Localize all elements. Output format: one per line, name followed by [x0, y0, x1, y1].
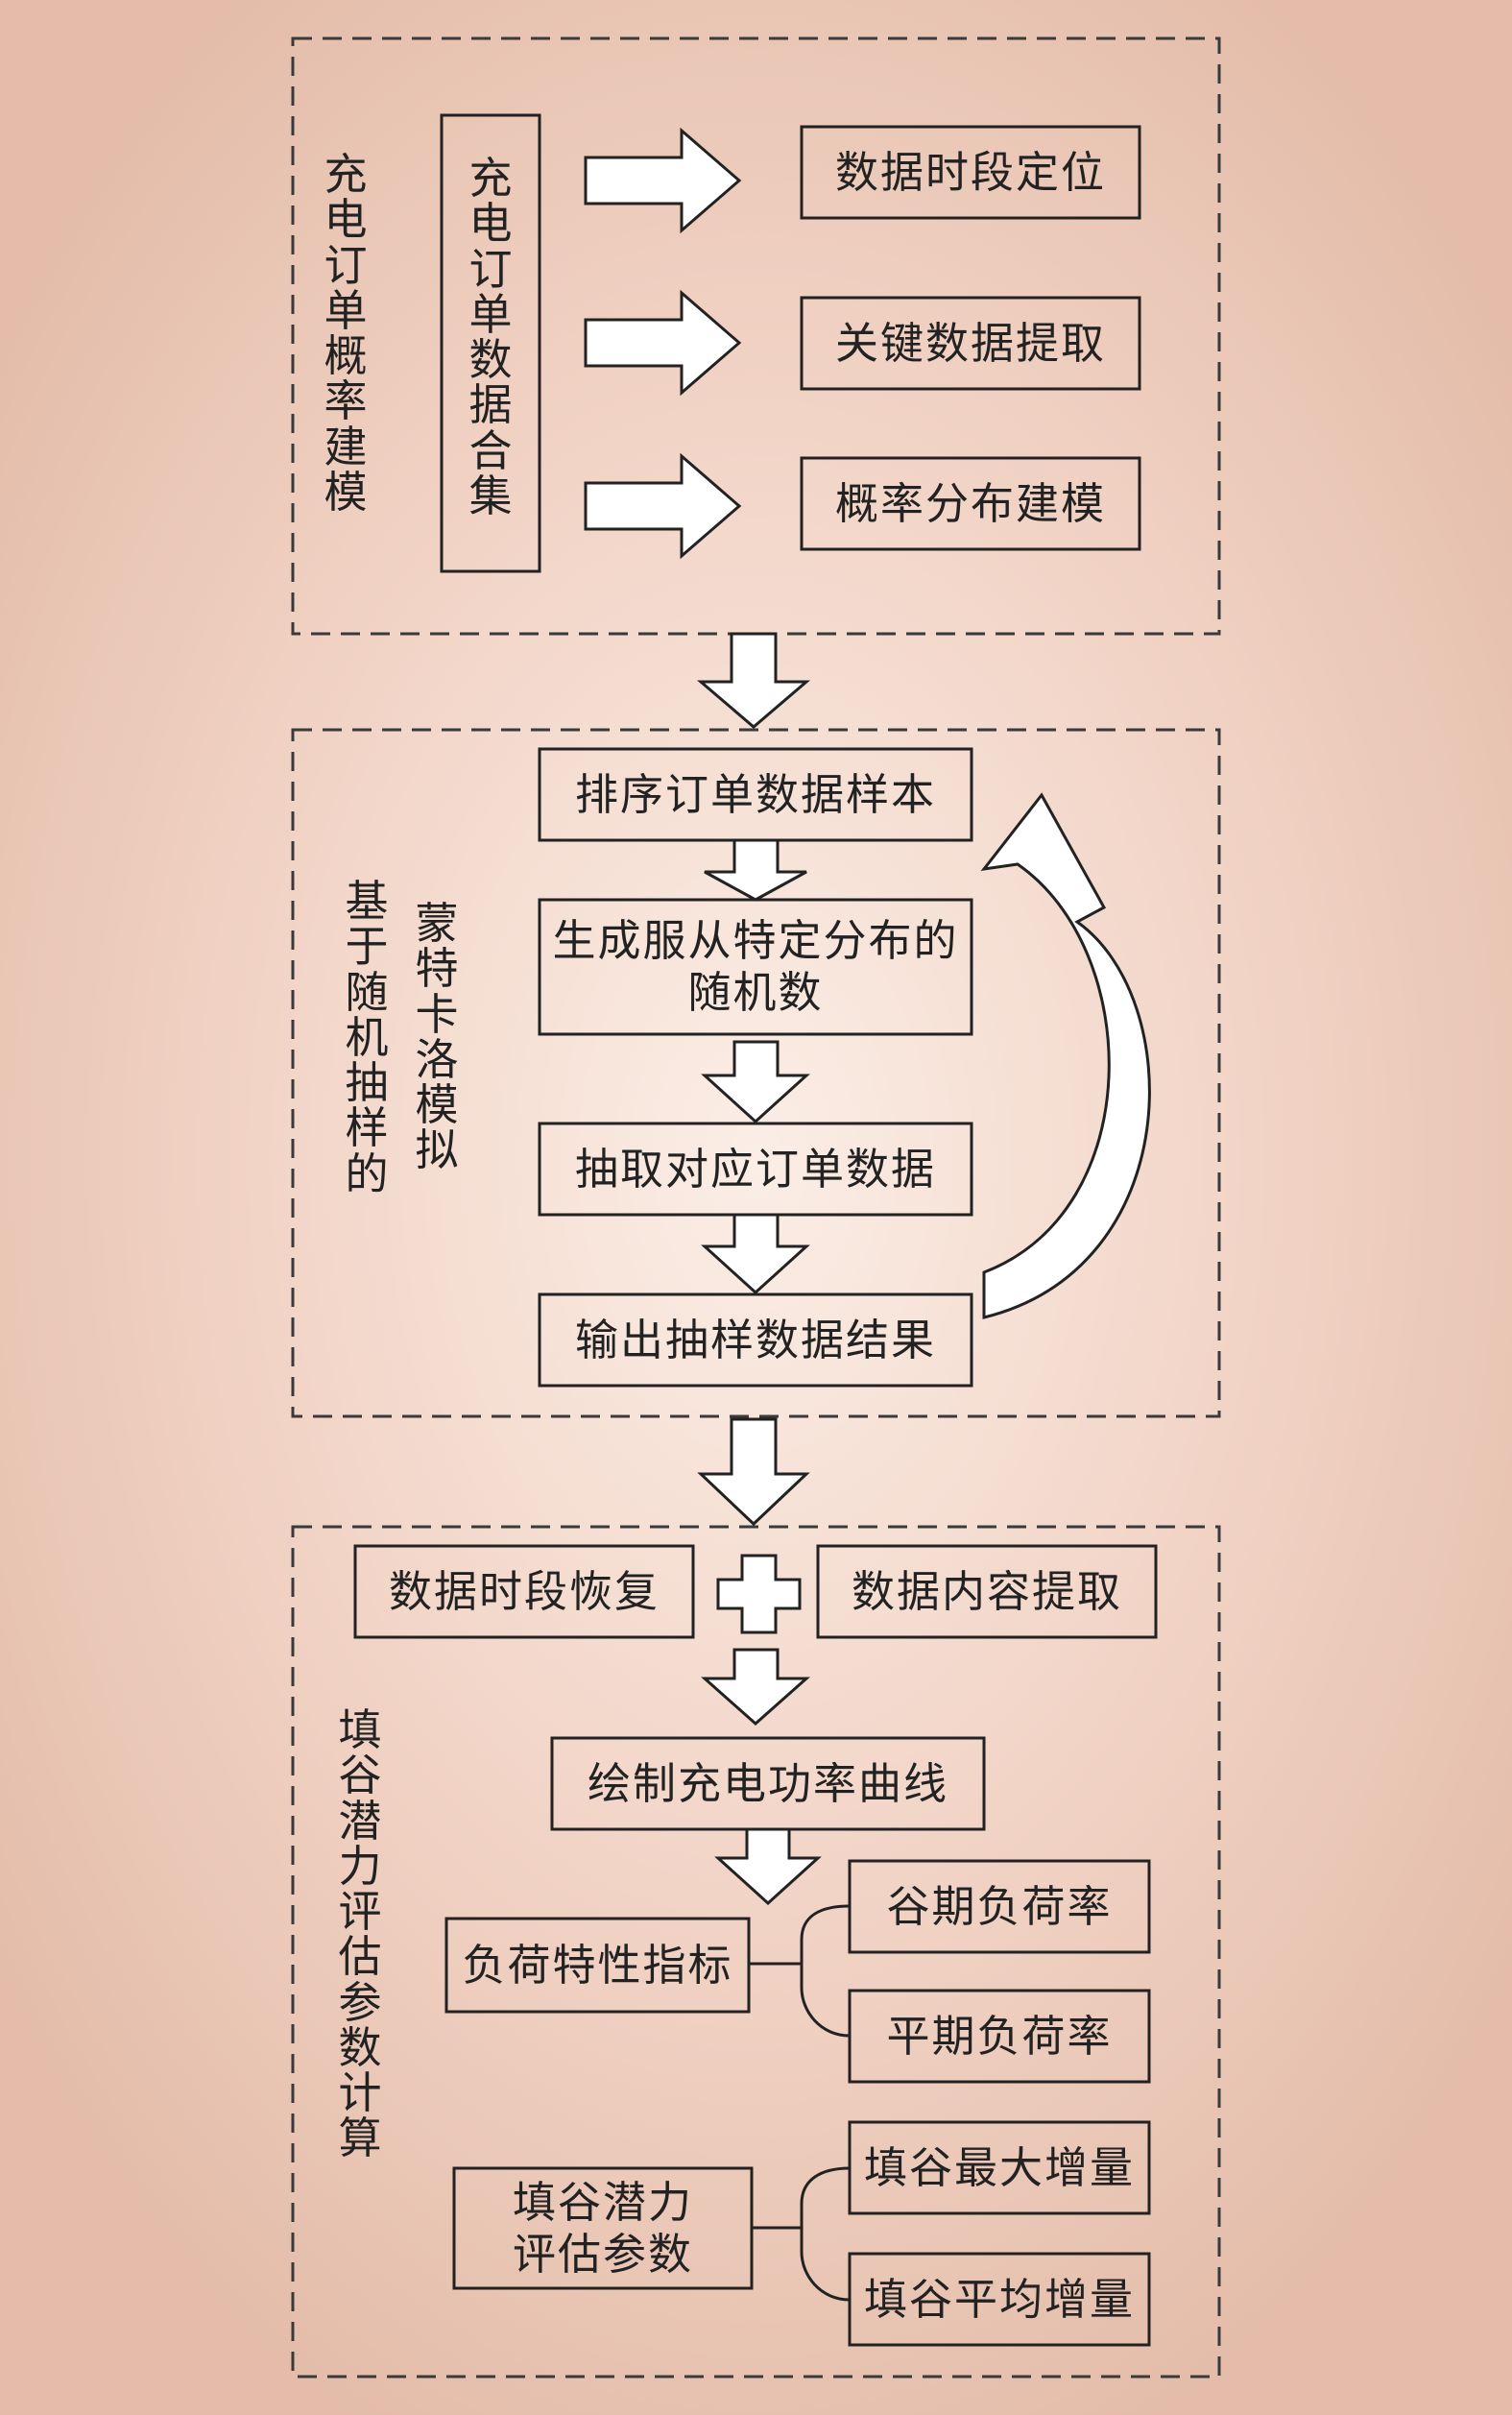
step-label-output: 输出抽样数据结果: [574, 1314, 936, 1365]
down-arrow-2c: [701, 1213, 810, 1295]
extract-box: [816, 1544, 1158, 1639]
source-box: [440, 113, 541, 573]
down-arrow-3b: [714, 1827, 822, 1906]
section3-title: 填谷潜力评估参数计算: [338, 1704, 382, 2164]
right-arrow-1: [584, 127, 742, 234]
step-label-model: 概率分布建模: [834, 477, 1106, 529]
load-item-label-valley: 谷期负荷率: [886, 1880, 1113, 1932]
fill-brace: [752, 2166, 851, 2302]
extract-label: 数据内容提取: [851, 1565, 1122, 1617]
down-arrow-3a: [701, 1648, 810, 1727]
fill-item-label-avg: 填谷平均增量: [863, 2273, 1135, 2325]
down-arrow-s2-s3: [697, 1417, 810, 1527]
down-arrow-2a: [704, 838, 807, 902]
step-label-locate: 数据时段定位: [834, 146, 1106, 198]
step-box-model: [800, 456, 1141, 551]
load-metric-label: 负荷特性指标: [462, 1939, 733, 1991]
right-arrow-3: [584, 452, 742, 560]
fill-item-label-max: 填谷最大增量: [863, 2141, 1135, 2193]
section2-frame: [291, 728, 1221, 1418]
load-brace: [749, 1904, 851, 2038]
section2-title-right: 蒙特卡洛模拟: [415, 898, 459, 1176]
load-item-label-flat: 平期负荷率: [886, 2010, 1113, 2062]
source-label: 充电订单数据合集: [468, 153, 513, 521]
down-arrow-2b: [701, 1040, 810, 1124]
fill-metric-label: 填谷潜力 评估参数: [512, 2176, 693, 2280]
loop-arrow: [980, 792, 1151, 1319]
plus-sign: [716, 1554, 802, 1634]
section2-title-left: 基于随机抽样的: [345, 876, 389, 1199]
section3-frame: [291, 1525, 1221, 2379]
right-arrow-2: [584, 289, 742, 397]
step-box-extract: [800, 296, 1141, 391]
recover-label: 数据时段恢复: [388, 1565, 660, 1617]
step-label-draw: 抽取对应订单数据: [574, 1143, 936, 1195]
section1-title: 充电订单概率建模: [324, 149, 368, 518]
curve-label: 绘制充电功率曲线: [587, 1757, 948, 1809]
recover-box: [353, 1544, 695, 1639]
down-arrow-s1-s2: [696, 632, 811, 729]
step-label-sort: 排序订单数据样本: [574, 768, 936, 820]
step-label-extract: 关键数据提取: [834, 317, 1106, 369]
step-box-locate: [800, 125, 1141, 220]
section1-frame: [291, 36, 1221, 636]
step-label-random: 生成服从特定分布的 随机数: [552, 915, 959, 1018]
